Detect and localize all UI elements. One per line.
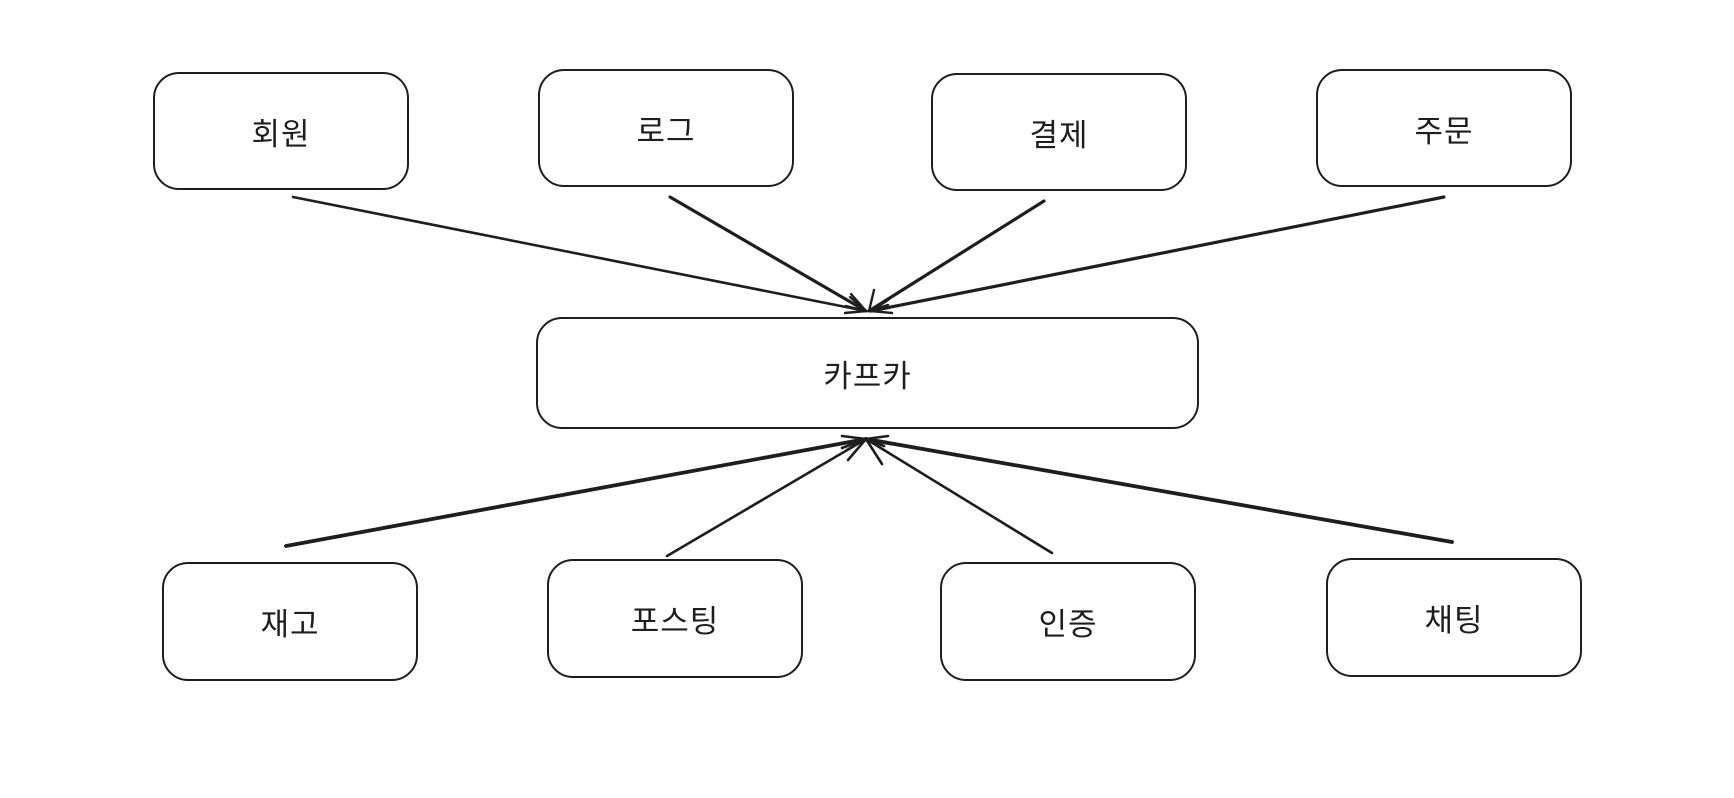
consumer-box-chat: 채팅 [1326,558,1582,677]
consumer-box-inventory: 재고 [162,562,418,681]
arrow-member-to-kafka [291,195,868,315]
consumer-label: 채팅 [1424,603,1484,639]
producer-box-order: 주문 [1316,69,1572,187]
arrow-order-to-kafka [869,195,1446,315]
consumer-label: 재고 [260,607,320,643]
producer-label: 로그 [636,113,696,150]
consumer-label: 인증 [1038,607,1098,643]
consumer-box-auth: 인증 [940,562,1196,681]
producer-label: 결제 [1029,117,1089,154]
hub-label: 카프카 [823,358,912,395]
producer-label: 회원 [251,116,311,153]
producer-box-payment: 결제 [931,73,1187,191]
producer-box-log: 로그 [538,69,794,187]
producer-box-member: 회원 [153,72,409,190]
arrow-log-to-kafka [668,195,868,313]
arrow-payment-to-kafka [867,199,1046,313]
producer-label: 주문 [1414,113,1474,150]
arrow-chat-to-kafka [864,434,1454,544]
consumer-label: 포스팅 [630,604,720,640]
kafka-hub-box: 카프카 [536,317,1199,429]
consumer-box-posting: 포스팅 [547,559,803,678]
